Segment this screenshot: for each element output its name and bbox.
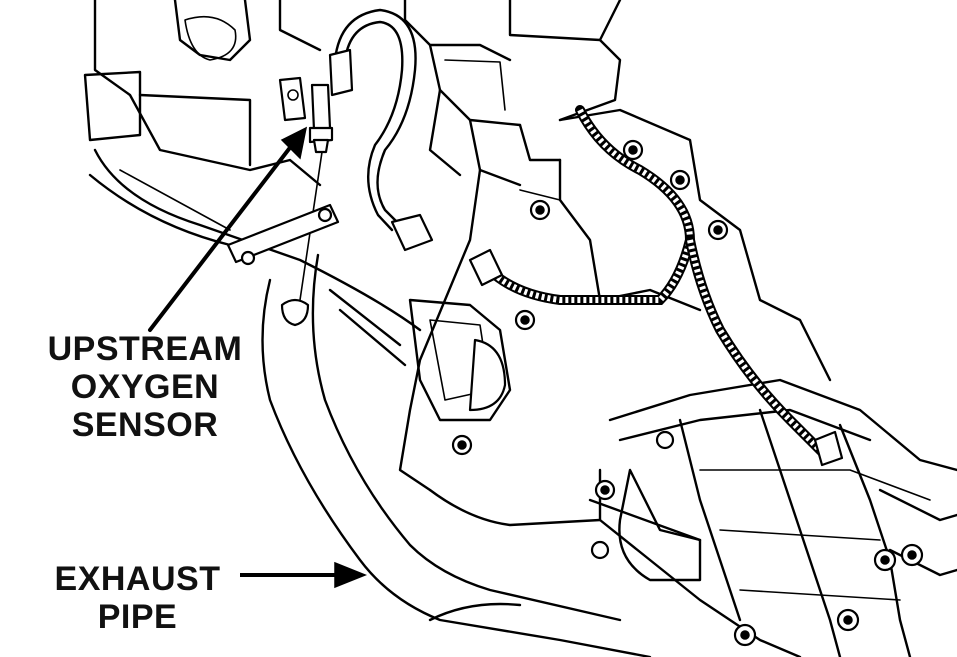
oxygen-sensor [278, 76, 334, 301]
transmission [398, 108, 957, 657]
exhaust-pipe-shape [261, 253, 652, 657]
label-line: EXHAUST [54, 560, 221, 598]
label-line: PIPE [97, 598, 178, 636]
wiring-harness [468, 105, 844, 467]
sensor-wire [328, 8, 434, 252]
label-line: SENSOR [71, 406, 219, 444]
engine-block [83, 0, 622, 187]
upstream-oxygen-sensor-label: UPSTREAM OXYGEN SENSOR [30, 330, 260, 444]
label-line: OXYGEN [70, 368, 220, 406]
exhaust-flange [226, 203, 340, 327]
label-line: UPSTREAM [47, 330, 243, 368]
exhaust-pipe-label: EXHAUST PIPE [30, 560, 245, 636]
bolts [451, 139, 924, 647]
leader-arrows [148, 126, 368, 589]
